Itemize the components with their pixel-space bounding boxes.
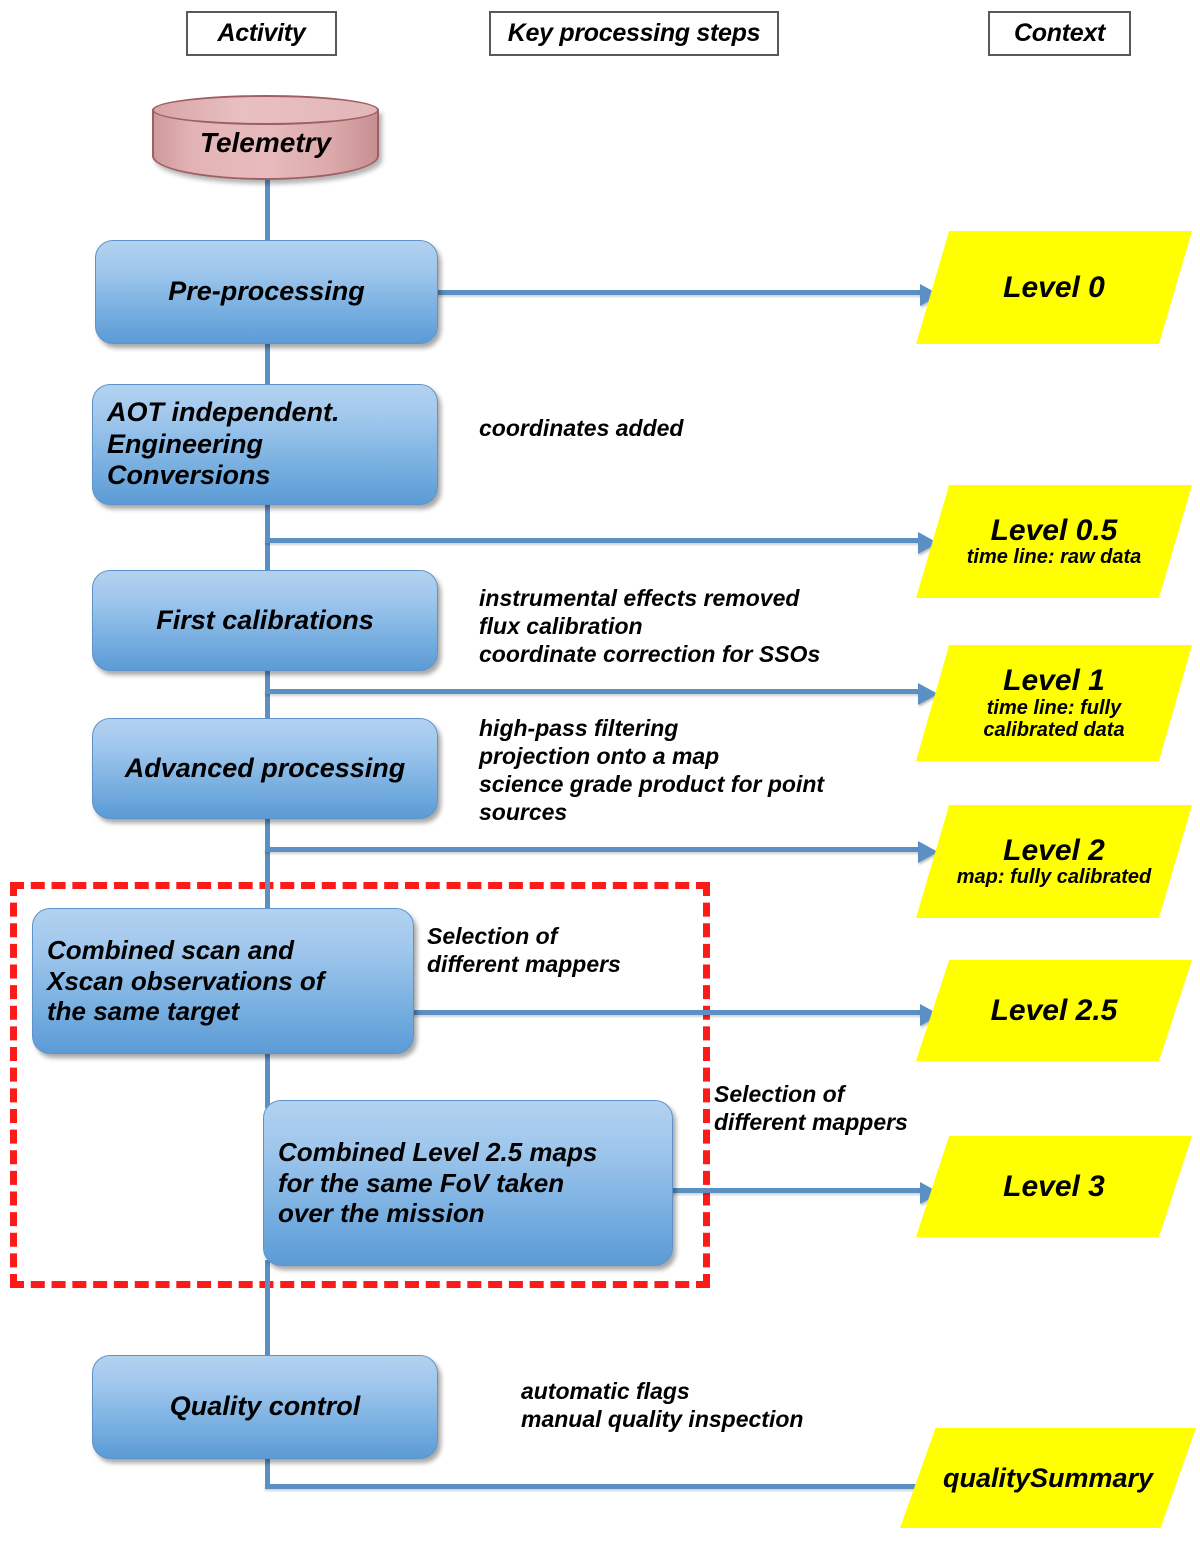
arrow-combinedscan-to-level25 [410, 1010, 922, 1015]
activity-combined-level25-maps[interactable]: Combined Level 2.5 maps for the same FoV… [263, 1100, 673, 1266]
column-header-context: Context [988, 11, 1131, 56]
arrowhead-level2 [918, 841, 938, 863]
context-title: Level 3 [1003, 1169, 1105, 1203]
activity-label: Combined Level 2.5 maps for the same FoV… [278, 1136, 598, 1229]
context-subtitle: map: fully calibrated [956, 866, 1152, 889]
context-title: Level 1 [1003, 664, 1105, 698]
arrowhead-level1 [918, 683, 938, 705]
activity-aot-engineering[interactable]: AOT independent. Engineering Conversions [92, 384, 438, 505]
activity-label: First calibrations [156, 604, 374, 635]
column-header-activity: Activity [186, 11, 337, 56]
context-title: qualitySummary [942, 1462, 1154, 1493]
step-text-mappers-level25: Selection of different mappers [427, 923, 621, 978]
context-subtitle: time line: fully calibrated data [983, 696, 1125, 741]
step-text-coordinates-added: coordinates added [479, 415, 684, 441]
activity-label: Pre-processing [168, 276, 365, 307]
activity-label: Quality control [169, 1391, 361, 1422]
grouping-box-red-dashed [10, 882, 710, 1288]
telemetry-label: Telemetry [199, 127, 332, 158]
step-text-quality-control: automatic flags manual quality inspectio… [521, 1378, 804, 1433]
context-level-2-5[interactable]: Level 2.5 [916, 960, 1192, 1061]
context-level-0-5[interactable]: Level 0.5 time line: raw data [916, 485, 1192, 598]
connector-telemetry-to-preprocessing [265, 176, 270, 246]
connector-combined25-to-quality [265, 1260, 270, 1360]
connector-combinedscan-to-combined25 [265, 1050, 270, 1108]
context-title: Level 2.5 [990, 993, 1118, 1027]
connector-quality-down-stub [265, 1455, 270, 1488]
context-level-3[interactable]: Level 3 [916, 1136, 1192, 1237]
connector-advanced-to-combinedscan [265, 815, 270, 915]
step-text-first-calibrations: instrumental effects removed flux calibr… [479, 585, 821, 668]
step-text-advanced-processing: high-pass filtering projection onto a ma… [479, 715, 825, 826]
arrow-quality-to-summary [265, 1484, 922, 1489]
context-subtitle: time line: raw data [966, 546, 1142, 569]
arrow-preprocessing-to-level0 [437, 290, 922, 295]
activity-quality-control[interactable]: Quality control [92, 1355, 438, 1459]
context-level-2[interactable]: Level 2 map: fully calibrated [916, 805, 1192, 918]
context-title: Level 2 [1003, 833, 1105, 867]
activity-label: Advanced processing [124, 752, 406, 783]
arrow-advanced-to-level2 [265, 847, 920, 852]
activity-label: Combined scan and Xscan observations of … [47, 934, 325, 1027]
activity-combined-scan-xscan[interactable]: Combined scan and Xscan observations of … [32, 908, 414, 1054]
connector-firstcal-to-advanced [265, 666, 270, 724]
connector-preprocessing-to-aot [265, 340, 270, 390]
activity-pre-processing[interactable]: Pre-processing [95, 240, 438, 344]
arrow-firstcal-to-level1 [265, 689, 920, 694]
column-header-key-processing-steps: Key processing steps [489, 11, 779, 56]
context-title: Level 0.5 [990, 513, 1118, 547]
activity-first-calibrations[interactable]: First calibrations [92, 570, 438, 671]
context-quality-summary[interactable]: qualitySummary [900, 1428, 1196, 1528]
activity-advanced-processing[interactable]: Advanced processing [92, 718, 438, 819]
context-level-1[interactable]: Level 1 time line: fully calibrated data [916, 645, 1192, 761]
arrow-combined25-to-level3 [670, 1188, 922, 1193]
telemetry-datastore[interactable]: Telemetry [152, 95, 379, 180]
cylinder-top-ellipse [152, 95, 379, 125]
context-title: Level 0 [1003, 270, 1105, 304]
step-text-mappers-level3: Selection of different mappers [714, 1081, 908, 1136]
activity-label: AOT independent. Engineering Conversions [107, 396, 340, 491]
arrow-aot-to-level05 [265, 538, 920, 543]
context-level-0[interactable]: Level 0 [916, 231, 1192, 344]
